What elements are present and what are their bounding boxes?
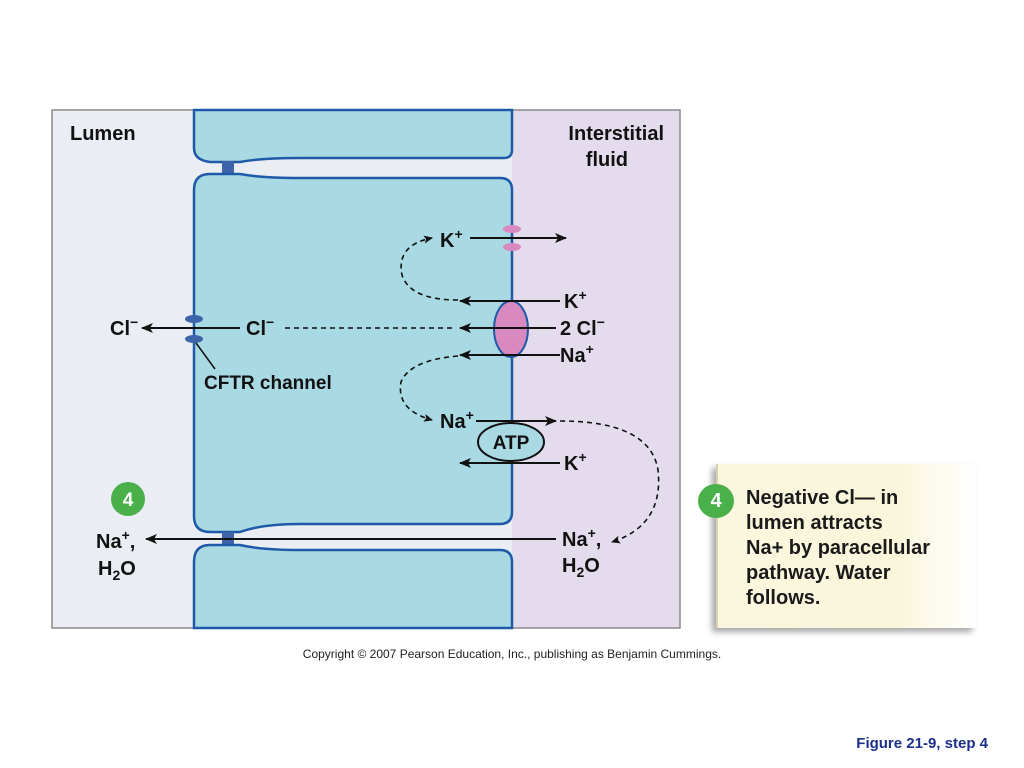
h2o-ecf-label: H2O <box>562 555 600 580</box>
k-channel-bottom-subunit <box>503 243 521 251</box>
cl-lumen-label: Cl− <box>110 314 138 340</box>
pump-na-label: Na+ <box>440 407 474 433</box>
cftr-channel-bottom <box>185 335 203 343</box>
step-badge-number: 4 <box>123 490 134 511</box>
tight-junction-top <box>222 161 234 174</box>
copyright-notice: Copyright © 2007 Pearson Education, Inc.… <box>302 647 722 661</box>
lumen-label: Lumen <box>70 123 136 145</box>
main-cell <box>192 172 514 534</box>
nkcc-na-label: Na+ <box>560 341 594 367</box>
callout-text: Negative Cl— in lumen attracts Na+ by pa… <box>746 487 930 609</box>
nkcc-cl-label: 2 Cl− <box>560 314 605 340</box>
k-top-label: K+ <box>440 226 463 252</box>
interstitial-label-line1: Interstitial <box>568 123 664 145</box>
interstitial-label-line2: fluid <box>586 149 628 171</box>
interstitial-region <box>512 110 680 628</box>
na-to-ecf-dashed-arrow <box>559 420 660 544</box>
atp-label: ATP <box>493 433 530 454</box>
pump-k-label: K+ <box>564 449 587 475</box>
step-badge-icon <box>111 482 145 516</box>
k-channel-top-subunit <box>503 225 521 233</box>
step-callout-box <box>716 464 976 628</box>
cftr-channel-top <box>185 315 203 323</box>
na-recycle-dashed-arrow <box>399 355 459 422</box>
na-lumen-label: Na+, <box>96 527 135 553</box>
h2o-lumen-label: H2O <box>98 558 136 583</box>
cftr-label: CFTR channel <box>204 373 332 394</box>
k-recycle-dashed-arrow <box>400 235 459 301</box>
figure-label: Figure 21-9, step 4 <box>856 735 988 752</box>
na-ecf-label: Na+, <box>562 525 601 551</box>
cftr-label-leader <box>195 342 216 370</box>
lower-cell <box>192 543 514 630</box>
callout-step-badge-icon: 4 <box>698 484 734 518</box>
upper-cell <box>192 108 514 164</box>
cl-cell-label: Cl− <box>246 314 274 340</box>
nkcc-k-label: K+ <box>564 287 587 313</box>
na-k-atpase-pump <box>477 422 545 462</box>
